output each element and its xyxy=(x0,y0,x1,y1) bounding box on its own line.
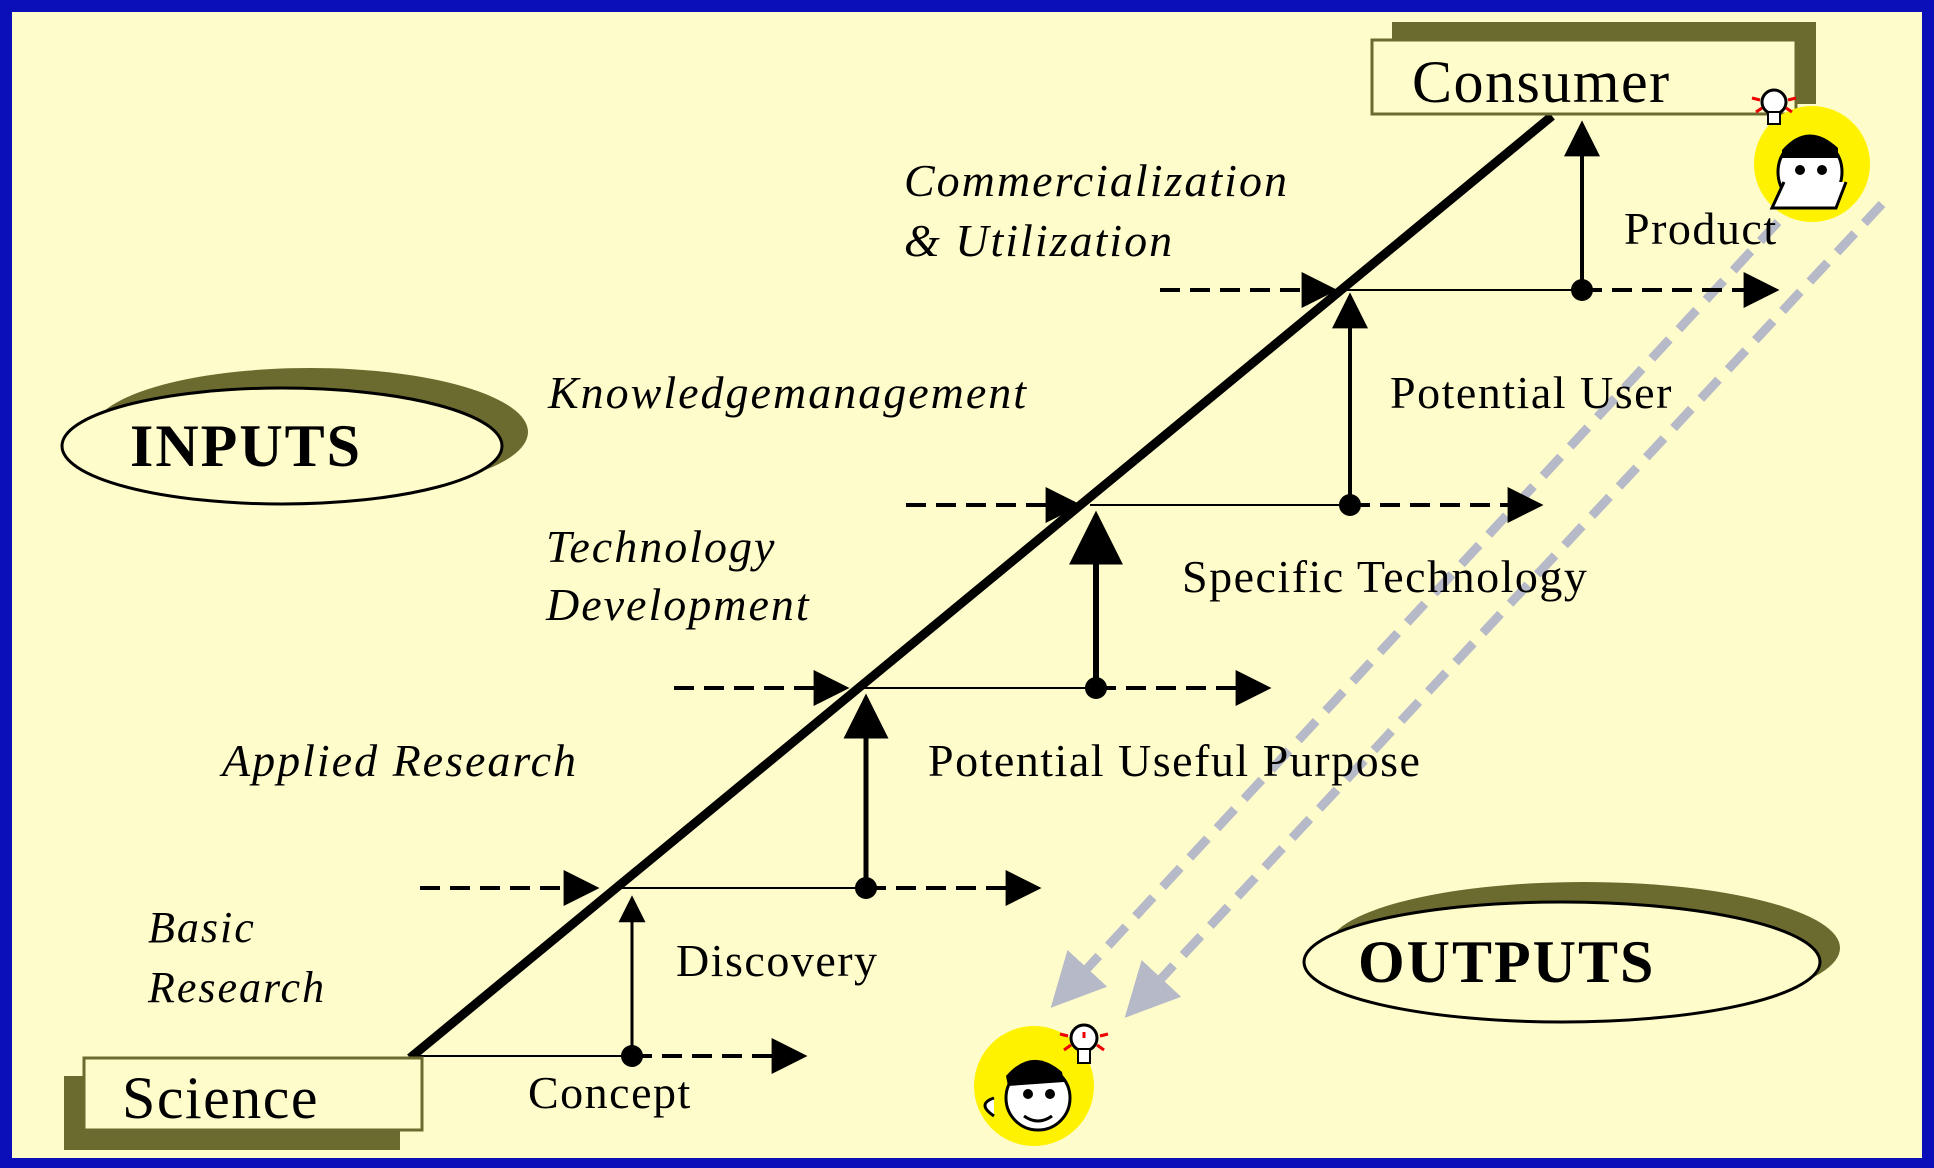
thinking-person-lightbulb-icon xyxy=(1751,88,1870,222)
consumer-box xyxy=(1370,38,1798,116)
stage-label-applied-research: Applied Research xyxy=(219,735,578,786)
output-node xyxy=(1571,279,1593,301)
consumer-label: Consumer xyxy=(1412,49,1671,115)
stage-label-technology-development-line1: Technology xyxy=(546,521,776,572)
main-diagonal-line xyxy=(407,112,1555,1062)
output-label-product: Product xyxy=(1624,203,1778,254)
science-box xyxy=(82,1056,424,1132)
stage-label-knowledge-management: Knowledgemanagement xyxy=(547,367,1028,418)
output-label-potential-user: Potential User xyxy=(1390,367,1673,418)
output-node xyxy=(1085,677,1107,699)
stage-label-commercialization-line1: Commercialization xyxy=(904,155,1289,206)
stage-label-basic-research-line1: Basic xyxy=(148,903,256,952)
output-label-concept: Concept xyxy=(528,1067,692,1118)
stage-label-commercialization-line2: & Utilization xyxy=(904,215,1174,266)
inputs-ellipse xyxy=(60,386,504,506)
output-label-potential-useful-purpose: Potential Useful Purpose xyxy=(928,735,1421,786)
output-node xyxy=(1339,494,1361,516)
outputs-label: OUTPUTS xyxy=(1358,929,1655,995)
science-label: Science xyxy=(122,1065,319,1131)
gray-return-arrow xyxy=(1050,218,1782,1008)
output-node xyxy=(621,1045,643,1067)
output-label-specific-technology: Specific Technology xyxy=(1182,551,1588,602)
output-node xyxy=(855,877,877,899)
outputs-ellipse xyxy=(1302,900,1822,1024)
thinking-person-lightbulb-icon xyxy=(974,1023,1109,1146)
output-label-discovery: Discovery xyxy=(676,935,879,986)
gray-return-arrow xyxy=(1124,200,1886,1018)
stage-label-basic-research-line2: Research xyxy=(147,963,326,1012)
stage-label-technology-development-line2: Development xyxy=(545,579,811,630)
inputs-label: INPUTS xyxy=(130,413,362,479)
